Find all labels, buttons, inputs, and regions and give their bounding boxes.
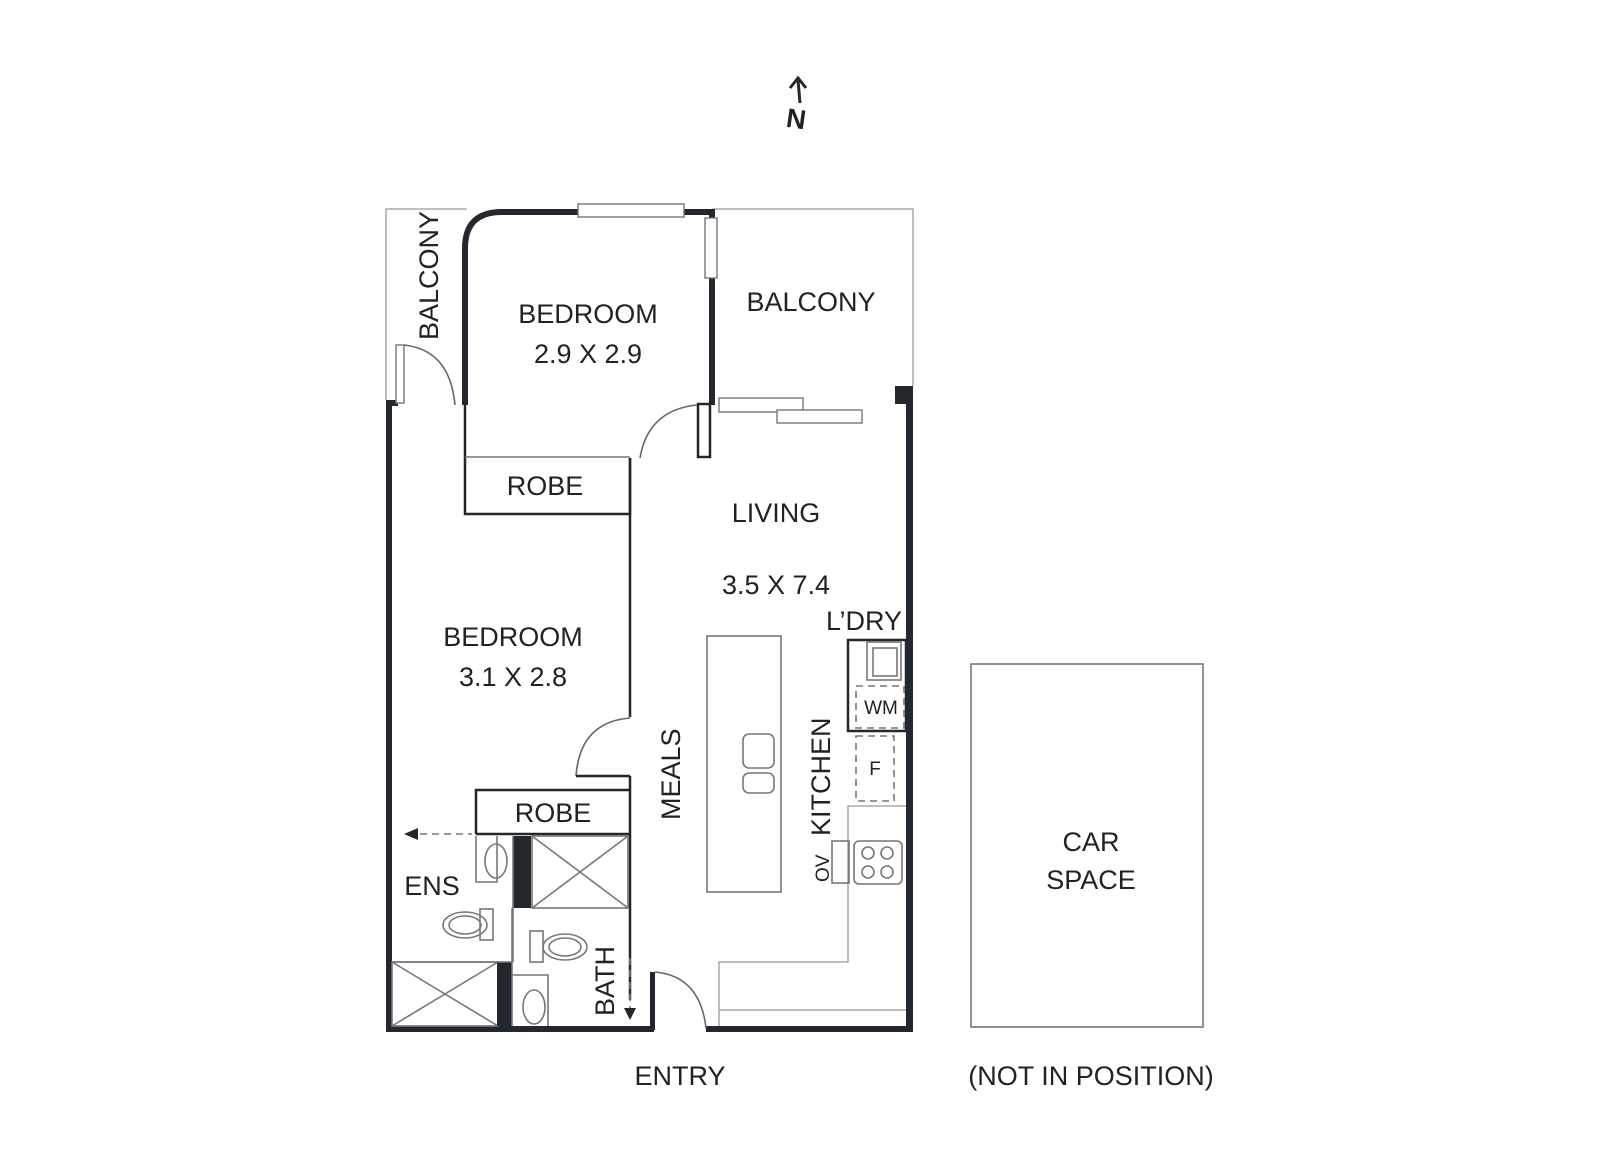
sink-bowl-1 xyxy=(742,733,775,769)
car-space-note: (NOT IN POSITION) xyxy=(968,1061,1214,1091)
bath-basin xyxy=(522,989,546,1025)
washing-machine xyxy=(855,685,905,729)
washing-machine-label: WM xyxy=(864,698,898,719)
bedroom2-door-swing xyxy=(575,717,631,777)
sink-bowl-2 xyxy=(742,772,775,794)
outer-wall-bottom-left xyxy=(386,1026,654,1032)
outer-wall-left xyxy=(386,400,392,1032)
laundry-label: L’DRY xyxy=(826,606,902,636)
shower-bath xyxy=(531,835,629,909)
entry-door-swing xyxy=(654,971,707,1029)
outer-wall-right xyxy=(906,386,913,1032)
balcony-outline xyxy=(385,208,914,400)
north-arrow-icon xyxy=(788,75,808,104)
outer-wall-right-pier xyxy=(895,386,913,404)
balcony-door-leaf xyxy=(395,344,405,404)
ensuite-partition-2 xyxy=(497,962,512,1026)
bedroom1-window-side xyxy=(704,217,718,279)
kitchen-bench xyxy=(718,805,906,1026)
fridge xyxy=(855,735,895,802)
bedroom1-window-top xyxy=(577,203,685,218)
bedroom1-size: 2.9 X 2.9 xyxy=(534,339,642,369)
meals-label: MEALS xyxy=(656,728,686,820)
entry-label: ENTRY xyxy=(634,1061,725,1091)
robe1-label: ROBE xyxy=(507,471,584,501)
bedroom2-size: 3.1 X 2.8 xyxy=(459,662,567,692)
ensuite-toilet xyxy=(442,911,488,939)
kitchen-island xyxy=(706,635,782,893)
laundry-tub xyxy=(866,641,902,681)
car-space xyxy=(970,663,1204,1028)
balcony-main-label: BALCONY xyxy=(746,287,875,317)
outer-wall-bottom-right xyxy=(706,1026,913,1032)
outer-wall-left-stub xyxy=(386,400,398,406)
arrow-left-icon xyxy=(404,828,418,840)
ensuite-basin xyxy=(484,843,508,879)
living-size: 3.5 X 7.4 xyxy=(722,570,830,600)
fridge-label: F xyxy=(869,759,881,780)
bedroom1-wall xyxy=(462,209,715,405)
bath-label: BATH xyxy=(590,946,620,1016)
bedroom1-door-swing xyxy=(639,404,698,459)
bedroom1-label: BEDROOM xyxy=(518,299,658,329)
sliding-door-2 xyxy=(776,409,863,424)
car-space-label-2: SPACE xyxy=(1046,865,1136,895)
cooktop xyxy=(853,840,903,885)
ensuite-label: ENS xyxy=(404,871,460,901)
entry-jamb xyxy=(650,972,655,1030)
balcony-side-label: BALCONY xyxy=(414,211,444,340)
oven-label: OV xyxy=(813,854,834,882)
living-label: LIVING xyxy=(732,498,821,528)
car-space-label-1: CAR xyxy=(1062,827,1119,857)
robe2-outline xyxy=(474,788,630,834)
arrow-down-icon xyxy=(624,1008,636,1020)
bath-toilet xyxy=(542,933,588,961)
balcony-door-swing xyxy=(403,344,456,406)
laundry-cabinet xyxy=(846,638,908,733)
kitchen-label: KITCHEN xyxy=(806,717,836,836)
robe2-label: ROBE xyxy=(515,798,592,828)
sliding-door-1 xyxy=(718,397,804,413)
north-label: N xyxy=(784,103,807,135)
bedroom1-door-jamb xyxy=(696,402,712,459)
ensuite-partition-1 xyxy=(513,836,531,908)
bedroom2-label: BEDROOM xyxy=(443,622,583,652)
oven xyxy=(831,840,850,884)
